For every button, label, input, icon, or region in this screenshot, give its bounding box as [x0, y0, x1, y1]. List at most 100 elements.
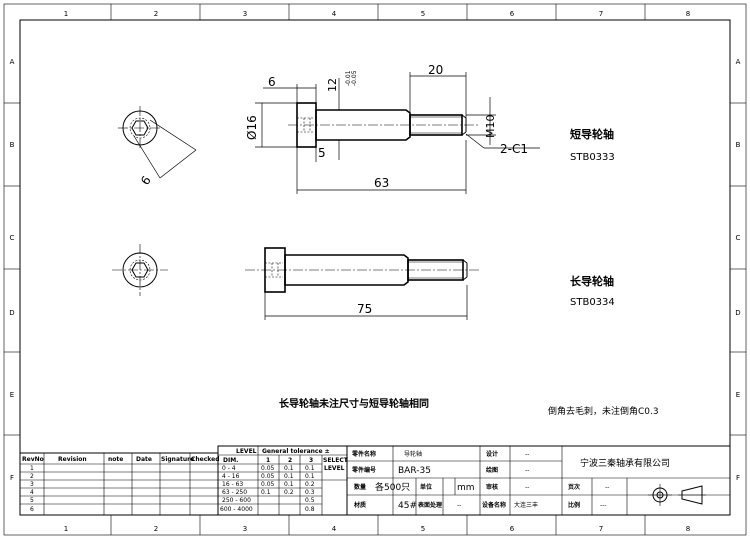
col-label: 5 — [421, 10, 425, 18]
tb-unit-label: 单位 — [420, 483, 432, 491]
tol-level-col: 3 — [309, 457, 313, 464]
rev-header: Checked — [191, 456, 220, 463]
inner-frame — [19, 19, 731, 516]
dim-chamfer: 2-C1 — [500, 142, 528, 156]
col-label: 8 — [686, 10, 690, 18]
tb-scale-label: 比例 — [568, 501, 580, 509]
tb-page-value: -- — [605, 484, 609, 491]
part-short-name: 短导轮轴 — [570, 127, 614, 141]
dim-shank-tolerance-upper: -0.01 — [345, 70, 352, 86]
rev-row-number: 2 — [30, 473, 34, 480]
tol-value: 0.1 — [284, 465, 294, 472]
row-label: E — [10, 391, 14, 399]
tb-part-no-value: BAR-35 — [398, 466, 431, 476]
tol-value: 0.2 — [305, 481, 315, 488]
tb-review-label: 审核 — [486, 483, 498, 491]
row-label: A — [10, 58, 15, 66]
tol-select-header: SELECT — [323, 457, 349, 464]
rev-header: Revision — [58, 456, 87, 463]
tol-level-col: 2 — [288, 457, 292, 464]
dim-depth-5: 5 — [318, 146, 326, 160]
col-label: 1 — [64, 10, 68, 18]
tb-unit-value: mm — [457, 483, 475, 493]
tol-value: 0.8 — [305, 506, 315, 513]
tol-value: 0.5 — [305, 497, 315, 504]
dim-thread-m10: M10 — [484, 115, 497, 139]
dim-shank-tolerance-lower: -0.05 — [351, 70, 358, 86]
tol-value: 0.2 — [284, 489, 294, 496]
tb-draw-label: 绘图 — [486, 466, 498, 474]
col-label: 4 — [332, 525, 337, 533]
row-label: B — [736, 141, 741, 149]
tb-scale-value: --- — [600, 502, 607, 509]
note-chamfer: 倒角去毛刺，未注倒角C0.3 — [548, 405, 659, 417]
col-label: 1 — [64, 525, 68, 533]
tol-value: 0.05 — [261, 465, 275, 472]
note-main: 长导轮轴未注尺寸与短导轮轴相同 — [279, 397, 429, 410]
dim-length-63: 63 — [374, 176, 389, 190]
tol-value: 0.1 — [305, 473, 315, 480]
tol-value: 0.05 — [261, 473, 275, 480]
col-label: 4 — [332, 10, 337, 18]
tb-qty-value: 各500只 — [375, 481, 410, 493]
tol-value: 0.1 — [284, 481, 294, 488]
col-label: 3 — [243, 525, 247, 533]
col-label: 3 — [243, 10, 247, 18]
tb-material-label: 材质 — [353, 501, 366, 509]
tol-range: 600 - 4000 — [220, 506, 253, 513]
tol-level-col: 1 — [266, 457, 270, 464]
rev-row-number: 1 — [30, 465, 34, 472]
tol-range: 16 - 63 — [222, 481, 243, 488]
tol-range: 250 - 600 — [222, 497, 251, 504]
tb-review-value: -- — [525, 484, 529, 491]
tb-equipment-value: 大连三丰 — [514, 501, 538, 509]
col-label: 2 — [154, 10, 158, 18]
rev-row-number: 5 — [30, 497, 34, 504]
tb-draw-value: -- — [525, 467, 529, 474]
row-label: A — [736, 58, 741, 66]
tb-qty-label: 数量 — [354, 483, 366, 491]
tol-dim-header: DIM. — [223, 457, 238, 464]
dim-dia-16: Ø16 — [245, 115, 259, 140]
tol-value: 0.1 — [284, 473, 294, 480]
zone-markers: 1 2 3 4 5 6 7 8 1 2 3 4 5 6 7 8 A B C D … — [4, 4, 746, 535]
end-view-long — [112, 244, 168, 296]
row-label: D — [735, 309, 740, 317]
tb-page-label: 页次 — [568, 483, 580, 491]
col-label: 5 — [421, 525, 425, 533]
part-long-code: STB0334 — [570, 297, 615, 308]
col-label: 8 — [686, 525, 690, 533]
part-short-code: STB0333 — [570, 152, 615, 163]
rev-header: Date — [136, 456, 152, 463]
long-shaft-view: 75 — [245, 247, 480, 320]
short-shaft-view: 6 Ø16 12 -0.01 -0.05 5 20 M10 2-C1 63 — [245, 63, 540, 194]
tol-general-title: General tolerance ± — [262, 448, 330, 455]
dim-shank-12: 12 — [326, 78, 339, 92]
row-label: F — [736, 474, 740, 482]
col-label: 2 — [154, 525, 158, 533]
end-view-short: 6 — [118, 106, 197, 188]
tb-part-name-value: 导轮轴 — [404, 450, 422, 458]
tol-range: 63 - 250 — [222, 489, 247, 496]
tol-level-title: LEVEL — [236, 448, 257, 455]
col-label: 7 — [599, 10, 603, 18]
row-label: E — [736, 391, 740, 399]
revision-table: RevNo Revision note Date Signature Check… — [19, 452, 220, 516]
rev-row-number: 3 — [30, 481, 34, 488]
tb-part-name-label: 零件名称 — [351, 450, 376, 458]
rev-row-number: 6 — [30, 506, 34, 513]
tb-design-value: -- — [525, 451, 529, 458]
row-label: F — [10, 474, 14, 482]
tb-company: 宁波三秦轴承有限公司 — [580, 457, 670, 469]
col-label: 6 — [510, 10, 515, 18]
dim-hex-6: 6 — [138, 173, 154, 187]
dim-length-75: 75 — [357, 302, 372, 316]
rev-header: RevNo — [22, 456, 44, 463]
title-block: 零件名称 导轮轴 零件编号 BAR-35 数量 各500只 单位 mm 材质 4… — [346, 445, 731, 516]
tolerance-table: LEVEL General tolerance ± DIM. 1 2 3 SEL… — [217, 445, 349, 516]
tol-range: 4 - 16 — [222, 473, 240, 480]
col-label: 7 — [599, 525, 603, 533]
tol-value: 0.05 — [261, 481, 275, 488]
col-label: 6 — [510, 525, 515, 533]
